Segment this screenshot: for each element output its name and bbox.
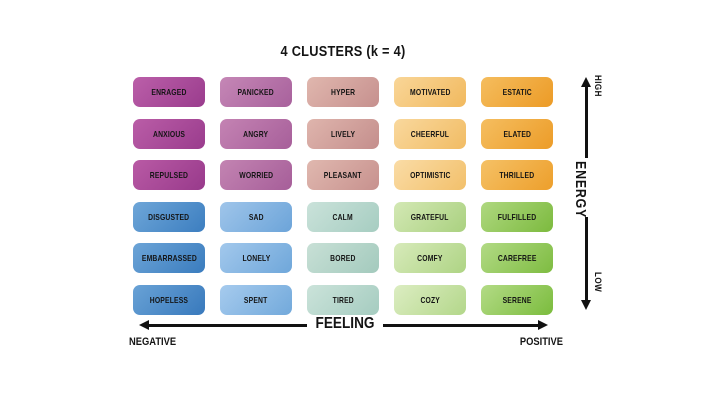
- emotion-cell-label: THRILLED: [499, 170, 535, 180]
- emotion-cell-label: MOTIVATED: [409, 87, 451, 97]
- feeling-axis-right-arrow-icon: [538, 320, 548, 330]
- emotion-cell-label: SPENT: [244, 294, 268, 305]
- emotion-cell-hopeless: HOPELESS: [133, 284, 205, 315]
- emotion-cell-label: ENRAGED: [151, 87, 187, 97]
- emotion-cell-thrilled: THRILLED: [481, 160, 553, 190]
- emotion-cell-label: DISGUSTED: [148, 211, 190, 222]
- emotion-cell-bored: BORED: [307, 243, 379, 273]
- emotion-cell-grateful: GRATEFUL: [394, 201, 466, 232]
- emotion-cell-motivated: MOTIVATED: [394, 77, 466, 107]
- feeling-negative-label: NEGATIVE: [129, 336, 177, 348]
- emotion-cell-carefree: CAREFREE: [481, 243, 553, 273]
- emotion-cell-pleasant: PLEASANT: [307, 160, 379, 190]
- energy-axis-up-arrow-icon: [581, 77, 591, 87]
- emotion-cell-calm: CALM: [307, 201, 379, 232]
- emotion-cell-lively: LIVELY: [307, 118, 379, 149]
- emotion-cell-label: CALM: [332, 211, 354, 222]
- emotion-cell-label: GRATEFUL: [411, 211, 449, 222]
- emotion-cell-label: HYPER: [330, 87, 356, 97]
- emotion-cell-label: COMFY: [417, 253, 443, 263]
- emotion-cell-label: COZY: [420, 294, 440, 305]
- emotion-cell-label: ANGRY: [243, 128, 269, 139]
- emotion-cell-label: PANICKED: [237, 87, 275, 97]
- energy-low-label: LOW: [592, 272, 603, 293]
- emotion-cell-enraged: ENRAGED: [133, 77, 205, 107]
- emotion-cell-tired: TIRED: [307, 284, 379, 315]
- emotion-cell-label: PLEASANT: [324, 170, 362, 180]
- emotion-cell-label: ANXIOUS: [152, 128, 186, 139]
- emotion-cell-label: BORED: [330, 253, 356, 263]
- feeling-axis-label: FEELING: [315, 315, 375, 332]
- emotion-cell-worried: WORRIED: [220, 160, 292, 190]
- energy-axis-down-arrow-icon: [581, 300, 591, 310]
- emotion-cell-fulfilled: FULFILLED: [481, 201, 553, 232]
- emotion-cell-hyper: HYPER: [307, 77, 379, 107]
- emotion-cell-sad: SAD: [220, 201, 292, 232]
- energy-axis-label: ENERGY: [572, 161, 588, 219]
- emotion-cell-comfy: COMFY: [394, 243, 466, 273]
- emotion-cell-label: WORRIED: [238, 170, 273, 180]
- feeling-axis-left-line: [148, 324, 307, 327]
- emotion-cell-label: SAD: [248, 211, 264, 222]
- emotion-cell-cozy: COZY: [394, 284, 466, 315]
- emotion-cell-label: REPULSED: [149, 170, 189, 180]
- feeling-axis-right-line: [383, 324, 539, 327]
- emotion-cell-embarrassed: EMBARRASSED: [133, 243, 205, 273]
- emotion-cell-panicked: PANICKED: [220, 77, 292, 107]
- energy-axis-lower-line: [585, 217, 588, 301]
- emotion-cell-angry: ANGRY: [220, 118, 292, 149]
- emotion-cell-label: ESTATIC: [502, 87, 532, 97]
- emotion-cell-label: LIVELY: [330, 128, 356, 139]
- emotion-cell-elated: ELATED: [481, 118, 553, 149]
- emotion-cell-label: TIRED: [332, 294, 354, 305]
- emotion-grid: ENRAGED PANICKED HYPER MOTIVATED ESTATIC ANXI…: [133, 77, 553, 315]
- emotion-cell-disgusted: DISGUSTED: [133, 201, 205, 232]
- emotion-cell-label: CHEERFUL: [410, 128, 450, 139]
- emotion-cell-label: CAREFREE: [497, 253, 537, 263]
- emotion-cell-label: ELATED: [503, 128, 531, 139]
- emotion-cell-repulsed: REPULSED: [133, 160, 205, 190]
- energy-axis-upper-line: [585, 86, 588, 158]
- emotion-cell-lonely: LONELY: [220, 243, 292, 273]
- emotion-cell-estatic: ESTATIC: [481, 77, 553, 107]
- emotion-cell-optimistic: OPTIMISTIC: [394, 160, 466, 190]
- emotion-cell-label: FULFILLED: [497, 211, 537, 222]
- emotion-cell-label: EMBARRASSED: [141, 253, 197, 263]
- feeling-axis-left-arrow-icon: [139, 320, 149, 330]
- feeling-positive-label: POSITIVE: [519, 336, 563, 348]
- emotion-cell-spent: SPENT: [220, 284, 292, 315]
- emotion-cell-label: OPTIMISTIC: [409, 170, 451, 180]
- emotion-cell-cheerful: CHEERFUL: [394, 118, 466, 149]
- emotion-cell-label: SERENE: [502, 294, 532, 305]
- emotion-cell-serene: SERENE: [481, 284, 553, 315]
- emotion-cell-label: LONELY: [242, 253, 270, 263]
- emotion-cell-anxious: ANXIOUS: [133, 118, 205, 149]
- emotion-cell-label: HOPELESS: [149, 294, 189, 305]
- energy-high-label: HIGH: [592, 75, 603, 97]
- chart-title: 4 CLUSTERS (k = 4): [280, 44, 406, 60]
